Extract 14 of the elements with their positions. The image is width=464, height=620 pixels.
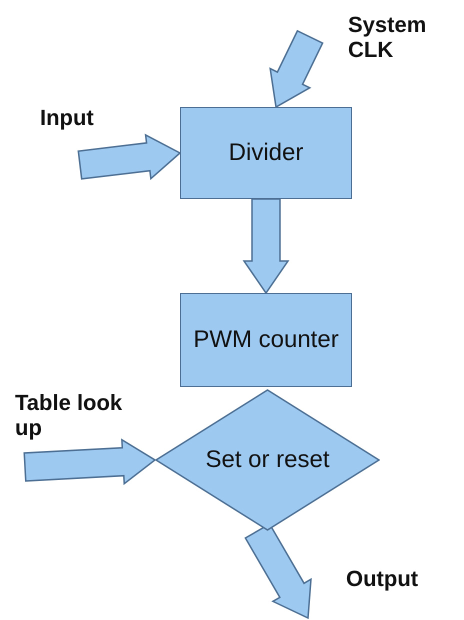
block-arrow bbox=[23, 438, 156, 486]
edge-label: System CLK bbox=[348, 12, 428, 63]
decision-diamond bbox=[155, 389, 380, 531]
block-arrow bbox=[242, 198, 290, 294]
block-arrow bbox=[269, 30, 324, 108]
process-box bbox=[180, 293, 352, 387]
box-label: Divider bbox=[228, 139, 304, 167]
process-box bbox=[180, 107, 352, 199]
edge-label: Input bbox=[40, 105, 95, 130]
edge-label: Output bbox=[346, 566, 420, 592]
box-label: Set or reset bbox=[205, 446, 330, 474]
box-label: PWM counter bbox=[193, 326, 339, 354]
edge-label: Table look up bbox=[15, 390, 124, 441]
block-arrow bbox=[78, 134, 182, 180]
